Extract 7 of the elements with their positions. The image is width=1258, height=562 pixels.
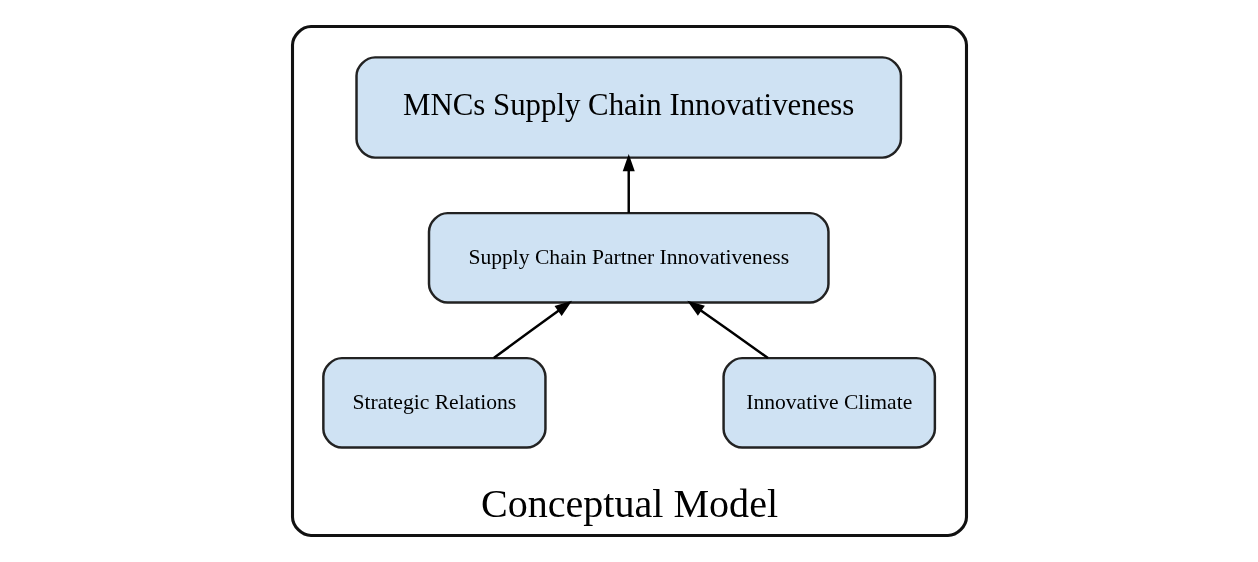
arrow — [492, 300, 572, 359]
arrow — [622, 154, 635, 213]
node-box: Strategic Relations — [321, 356, 547, 449]
node-box: MNCs Supply Chain Innovativeness — [354, 56, 902, 159]
arrow — [686, 300, 769, 359]
node-box: Supply Chain Partner Innovativeness — [427, 211, 830, 304]
node-box: Innovative Climate — [721, 356, 936, 449]
